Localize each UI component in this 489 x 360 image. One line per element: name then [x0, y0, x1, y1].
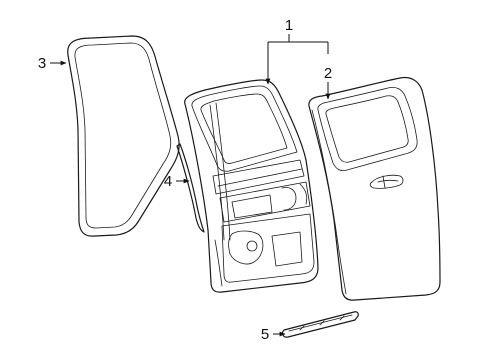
door-inner-frame-assembly: [184, 79, 319, 293]
callout-4-label: 4: [164, 173, 172, 190]
callout-1-label: 1: [285, 17, 293, 34]
door-outer-shell-panel: [308, 76, 441, 301]
callout-5: 5: [261, 326, 286, 343]
door-weatherstrip-seal: [67, 35, 180, 237]
callout-1: 1: [265, 17, 329, 85]
callout-4: 4: [164, 173, 190, 190]
door-lower-molding-strip: [282, 311, 359, 338]
door-edge-seal-strip: [176, 143, 205, 233]
callout-2-label: 2: [324, 65, 332, 82]
callout-3: 3: [38, 55, 67, 72]
callout-2: 2: [324, 65, 332, 100]
callout-3-label: 3: [38, 55, 46, 72]
callout-5-label: 5: [261, 326, 269, 343]
